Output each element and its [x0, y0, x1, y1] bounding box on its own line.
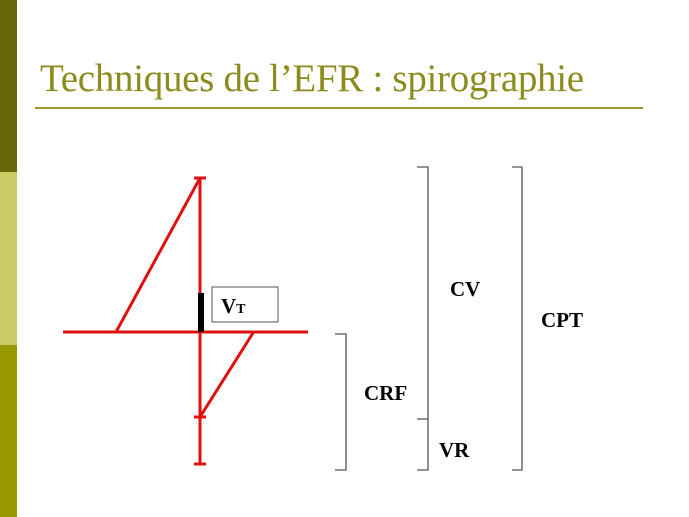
cpt-bracket: [512, 166, 523, 471]
vr-label: VR: [439, 438, 470, 462]
accent-bar-middle: [0, 172, 17, 345]
accent-bar-bottom: [0, 345, 17, 517]
crf-bracket: [335, 333, 347, 471]
cv-label: CV: [450, 277, 480, 301]
brackets: [335, 166, 523, 471]
expiration-line: [198, 332, 255, 418]
vt-label-box: [211, 286, 279, 323]
vt-label: VT: [221, 294, 246, 318]
cpt-label: CPT: [541, 308, 583, 332]
cv-vr-bracket: [417, 166, 429, 471]
title-underline: [35, 107, 643, 109]
tidal-volume-bar: [198, 293, 204, 332]
accent-bar-top: [0, 0, 17, 172]
crf-label: CRF: [364, 381, 407, 405]
inspiration-line: [114, 177, 202, 333]
slide-title: Techniques de l’EFR : spirographie: [40, 57, 584, 100]
